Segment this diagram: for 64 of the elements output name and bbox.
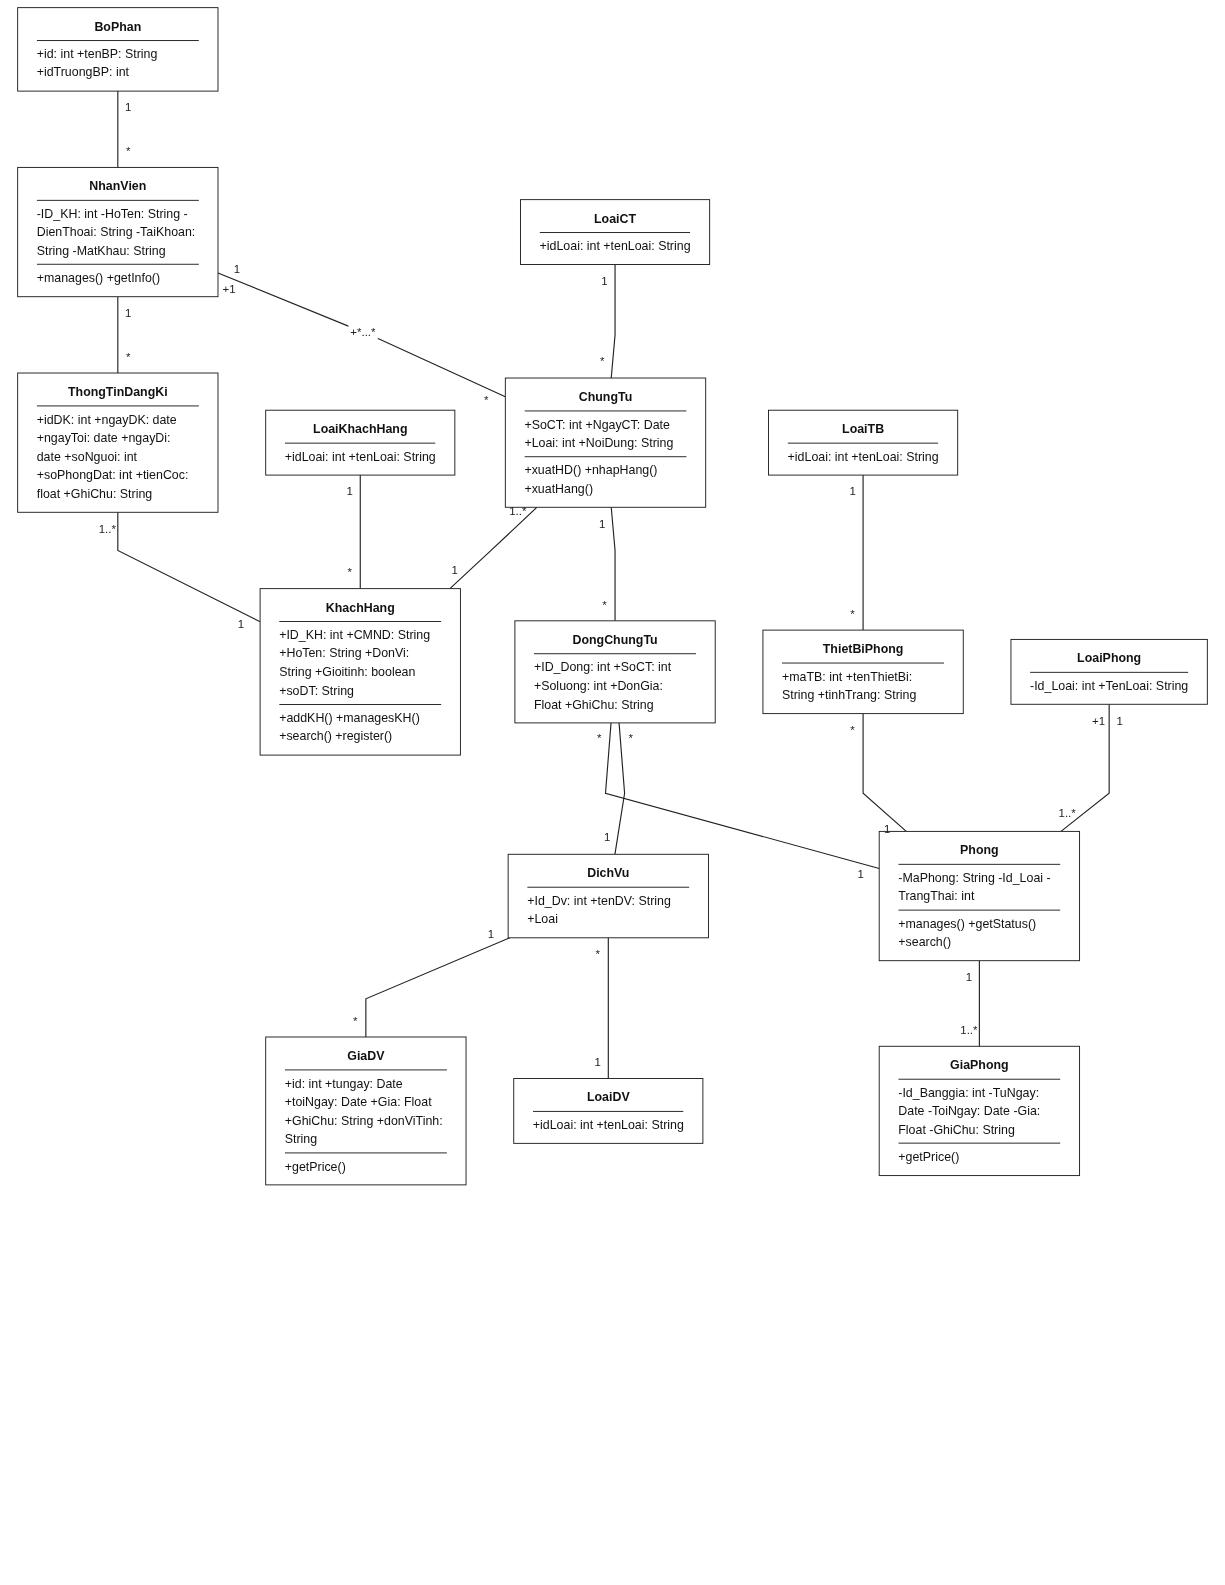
multiplicity-label: * xyxy=(850,607,855,620)
association-line xyxy=(365,937,511,1038)
class-box: DichVu +Id_Dv: int +tenDV: String +Loai xyxy=(507,853,709,939)
association-line xyxy=(610,263,616,379)
association-line xyxy=(610,506,616,622)
association-line xyxy=(862,474,864,631)
class-box: LoaiCT +idLoai: int +tenLoai: String xyxy=(520,199,711,265)
association-line xyxy=(117,511,261,623)
multiplicity-label: 1 xyxy=(601,274,608,287)
multiplicity-label: 1 xyxy=(233,263,241,276)
multiplicity-label: * xyxy=(484,393,489,406)
multiplicity-label: 1 xyxy=(125,306,132,319)
association-line xyxy=(359,474,361,590)
class-box: NhanVien -ID_KH: int -HoTen: String -DienThoai: String -TaiKhoan: String -MatKhau: String +manages() +getInfo() xyxy=(17,166,219,298)
class-box: GiaDV +id: int +tungay: Date +toiNgay: Date +Gia: Float +GhiChu: String +donViTinh: String +getPrice() xyxy=(265,1036,467,1186)
class-box: KhachHang +ID_KH: int +CMND: String +HoTen: String +DonVi: String +Gioitinh: boolean +soDT: String +addKH() +managesKH() +search() +register() xyxy=(259,588,461,756)
multiplicity-label: * xyxy=(599,354,605,367)
multiplicity-label: +1 xyxy=(1092,714,1106,727)
multiplicity-label: * xyxy=(850,723,855,736)
multiplicity-label: 1 xyxy=(857,868,864,881)
class-box: LoaiKhachHang +idLoai: int +tenLoai: String xyxy=(265,409,456,476)
multiplicity-label: 1..* xyxy=(960,1024,978,1037)
multiplicity-label: 1 xyxy=(599,518,606,531)
association-line xyxy=(117,90,119,168)
multiplicity-label: * xyxy=(126,350,131,363)
multiplicity-label: 1 xyxy=(603,830,611,843)
class-box: ChungTu +SoCT: int +NgayCT: Date +Loai: int +NoiDung: String +xuatHD() +nhapHang() +xuatHang() xyxy=(504,377,707,508)
multiplicity-label: 1 xyxy=(346,485,353,498)
association-line xyxy=(978,960,980,1047)
class-box: LoaiTB +idLoai: int +tenLoai: String xyxy=(768,409,959,476)
multiplicity-label: * xyxy=(628,732,633,745)
class-box: DongChungTu +ID_Dong: int +SoCT: int +Soluong: int +DonGia: Float +GhiChu: String xyxy=(514,620,716,724)
multiplicity-label: 1..* xyxy=(98,522,116,535)
multiplicity-label: 1 xyxy=(451,563,458,576)
multiplicity-label: * xyxy=(595,948,600,960)
association-line xyxy=(117,296,119,374)
association-line xyxy=(862,713,907,832)
multiplicity-label: * xyxy=(353,1014,358,1027)
association-line xyxy=(1060,703,1110,832)
multiplicity-label: 1 xyxy=(487,928,494,941)
multiplicity-label: 1 xyxy=(237,617,245,630)
class-box: LoaiPhong -Id_Loai: int +TenLoai: String xyxy=(1010,638,1208,705)
association-line xyxy=(449,506,538,590)
association-line xyxy=(607,937,609,1080)
multiplicity-label: 1 xyxy=(125,101,132,114)
class-box: LoaiDV +idLoai: int +tenLoai: String xyxy=(513,1078,704,1144)
multiplicity-label: * xyxy=(602,598,607,611)
multiplicity-label: 1 xyxy=(965,970,973,983)
multiplicity-label: 1 xyxy=(1116,714,1123,727)
multiplicity-label: * xyxy=(347,566,352,579)
multiplicity-label: +1 xyxy=(222,282,236,295)
class-box: ThongTinDangKi +idDK: int +ngayDK: date +ngayToi: date +ngayDi: date +soNguoi: int +soPhongDat: int +tienCoc: float +GhiChu: String xyxy=(17,372,219,513)
class-box: GiaPhong -Id_Banggia: int -TuNgay: Date -ToiNgay: Date -Gia: Float -GhiChu: String +getPrice() xyxy=(878,1045,1081,1177)
multiplicity-label: * xyxy=(126,145,131,158)
class-box: BoPhan +id: int +tenBP: String +idTruongBP: int xyxy=(17,7,219,92)
multiplicity-label: 1 xyxy=(594,1056,601,1069)
association-line xyxy=(217,272,506,398)
association-line xyxy=(604,722,880,870)
class-box: ThietBiPhong +maTB: int +tenThietBi: String +tinhTrang: String xyxy=(762,629,964,715)
association-line xyxy=(614,722,626,855)
multiplicity-label: 1 xyxy=(849,485,856,498)
multiplicity-label: 1..* xyxy=(1058,807,1076,820)
edge-label: +*...* xyxy=(348,324,378,340)
multiplicity-label: * xyxy=(597,732,602,745)
